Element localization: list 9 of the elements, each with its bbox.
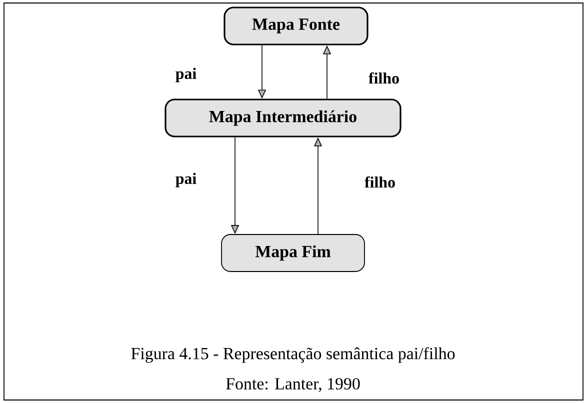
edge-label: filho [364,176,395,188]
caption: Figura 4.15 - Representação semântica pai/filho [131,347,455,363]
rounded-box: Mapa Intermediário [164,98,402,138]
edge-label: pai [176,172,196,188]
rounded-box: Mapa Fonte [224,6,368,46]
rounded-box: Mapa Fim [221,234,365,272]
source-note: Fonte: Lanter, 1990 [226,378,360,392]
edge-label: filho [368,72,399,84]
edge-label: pai [176,68,196,82]
